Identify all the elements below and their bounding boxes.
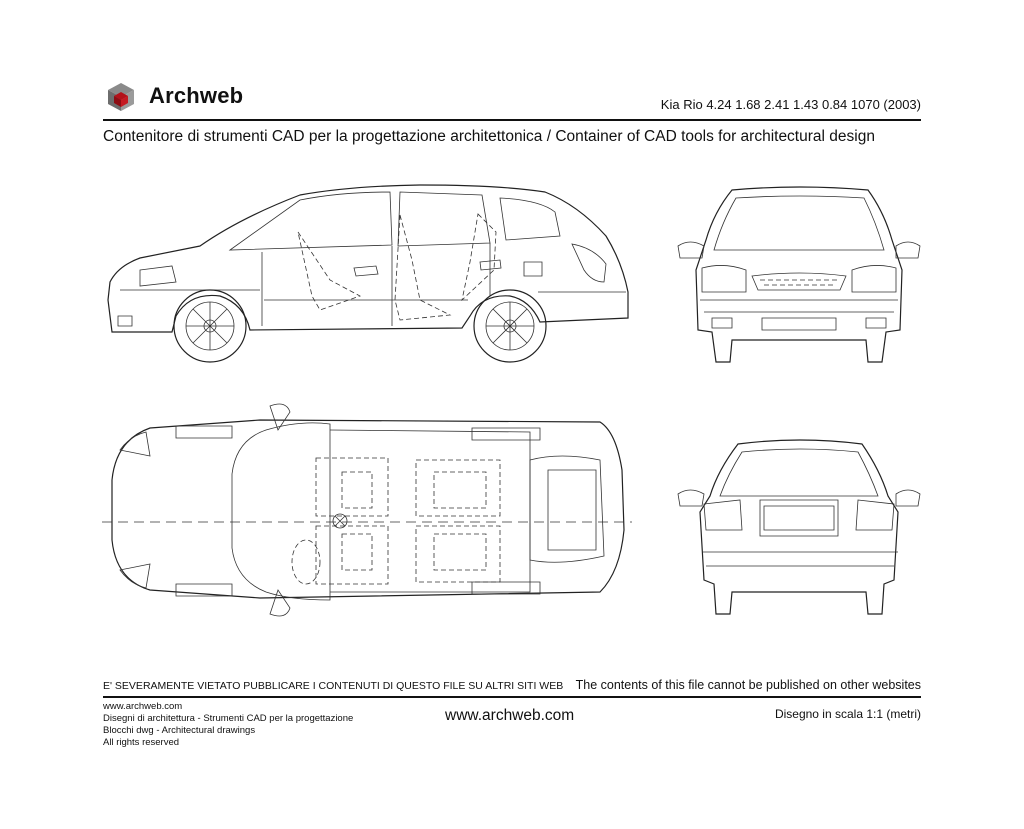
footer-line: Disegni di architettura - Strumenti CAD … <box>103 713 354 724</box>
footer-rule <box>103 696 921 698</box>
rear-view <box>678 440 920 614</box>
warning-italian: E' SEVERAMENTE VIETATO PUBBLICARE I CONT… <box>103 680 564 692</box>
footer-line: All rights reserved <box>103 737 180 748</box>
front-view <box>678 187 920 362</box>
footer-line: Blocchi dwg - Architectural drawings <box>103 725 256 736</box>
logo <box>106 82 136 112</box>
header-rule <box>103 119 921 121</box>
model-spec: Kia Rio 4.24 1.68 2.41 1.43 0.84 1070 (2… <box>660 97 921 112</box>
scale-note: Disegno in scala 1:1 (metri) <box>774 707 921 721</box>
archweb-cube-icon <box>108 83 134 111</box>
footer-line: www.archweb.com <box>103 701 183 712</box>
side-view <box>108 185 628 362</box>
top-view <box>102 404 632 616</box>
website-link[interactable]: www.archweb.com <box>445 707 575 724</box>
brand-name: Archweb <box>149 83 244 108</box>
warning-english: The contents of this file cannot be publ… <box>575 678 921 692</box>
tagline: Contenitore di strumenti CAD per la prog… <box>103 128 875 145</box>
footer-info: www.archweb.com Disegni di architettura … <box>103 701 353 749</box>
